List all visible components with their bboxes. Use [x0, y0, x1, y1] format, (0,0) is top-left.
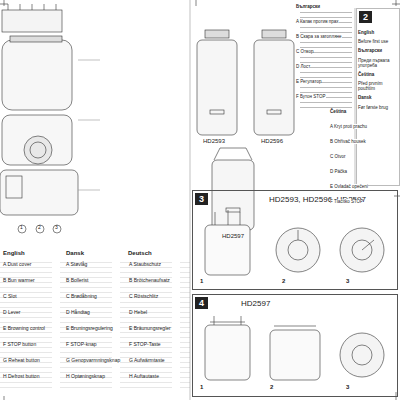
part-list-item: E Регулатор — [296, 79, 321, 84]
part-list-item: E Browning control — [3, 326, 45, 332]
part-list-item: A Dust cover — [3, 262, 31, 268]
model-name: HD2596 — [261, 138, 283, 145]
model-name: HD2593 — [203, 138, 225, 145]
language-heading: Dansk — [358, 95, 398, 100]
part-list-item: E Ovladač opečení — [330, 184, 368, 189]
part-list-item: A Kryt proti prachu — [330, 124, 367, 129]
part-list-item: A Капак против прах — [296, 19, 339, 24]
step-number: 3 — [195, 193, 208, 205]
instruction-text: Před prvním použitím — [358, 81, 398, 91]
language-heading: Български — [358, 48, 398, 53]
step-band: 4 HD2597 — [192, 294, 398, 397]
part-list-item: E Bruningsregulering — [66, 326, 113, 332]
part-list-item: H Defrost button — [3, 374, 39, 380]
part-list-item: D Lever — [3, 310, 21, 316]
part-list-item: C Brødåbning — [66, 294, 97, 300]
language-heading: Čeština — [358, 72, 398, 77]
step-number: 2 — [359, 11, 372, 23]
part-list-item: C Отвор — [296, 49, 313, 54]
language-heading: Čeština — [330, 109, 346, 114]
instruction-text: Before first use — [358, 39, 398, 44]
callout-number: 1 — [20, 225, 23, 231]
part-list-item: F STOP-knap — [66, 342, 96, 348]
model-list: HD2597 — [241, 299, 270, 308]
part-list-item: D Лост — [296, 64, 310, 69]
part-list-item: B Скара за затопляне — [296, 34, 342, 39]
part-list-item: B Brötchenaufsatz — [129, 278, 170, 284]
step-number: 4 — [195, 297, 208, 309]
step-picture-number: 2 — [270, 384, 273, 391]
part-list-item: C Slot — [3, 294, 17, 300]
language-heading: English — [3, 250, 25, 257]
part-list-item: B Bollerist — [66, 278, 89, 284]
callout-number: 2 — [38, 225, 41, 231]
part-list-item: A Støvlåg — [66, 262, 87, 268]
part-list-item: F Бутон STOP — [296, 94, 326, 99]
part-list-item: C Röstschlitz — [129, 294, 158, 300]
part-list-item: A Staubschutz — [129, 262, 161, 268]
callout-number: 3 — [55, 225, 58, 231]
model-name: HD2597 — [222, 233, 244, 240]
step-picture-number: 2 — [282, 278, 285, 285]
part-list-item: D Håndtag — [66, 310, 90, 316]
part-list-item: G Reheat button — [3, 358, 40, 364]
step-picture-number: 3 — [346, 278, 349, 285]
part-list-item: H Optøningsknap — [66, 374, 105, 380]
part-list-item: E Bräunungsregler — [129, 326, 171, 332]
step-band: 3HD2593, HD2596, HD2597 — [192, 190, 398, 290]
language-heading: Deutsch — [128, 250, 152, 257]
part-list-item: C Otvor — [330, 154, 346, 159]
part-list-item: B Ohřívač housek — [330, 139, 366, 144]
part-list-item: H Auftautaste — [129, 374, 159, 380]
part-list-item: B Bun warmer — [3, 278, 35, 284]
step-picture-number: 3 — [346, 384, 349, 391]
step-picture-number: 1 — [200, 384, 203, 391]
part-list-item: F STOP button — [3, 342, 36, 348]
instruction-text: Преди първата употреба — [358, 58, 398, 68]
part-list-item: D Hebel — [129, 310, 147, 316]
language-heading: English — [358, 30, 398, 35]
part-list-item: G Genopvarmningsknap — [66, 358, 120, 364]
language-heading: Български — [296, 4, 320, 9]
instruction-text: Før første brug — [358, 105, 398, 110]
step-picture-number: 1 — [200, 278, 203, 285]
part-list-item: G Aufwärmtaste — [129, 358, 165, 364]
part-list-item: F STOP-Taste — [129, 342, 161, 348]
language-heading: Dansk — [66, 250, 84, 257]
part-list-item: F Tlačítko STOP — [330, 199, 363, 204]
part-list-item: D Páčka — [330, 169, 347, 174]
